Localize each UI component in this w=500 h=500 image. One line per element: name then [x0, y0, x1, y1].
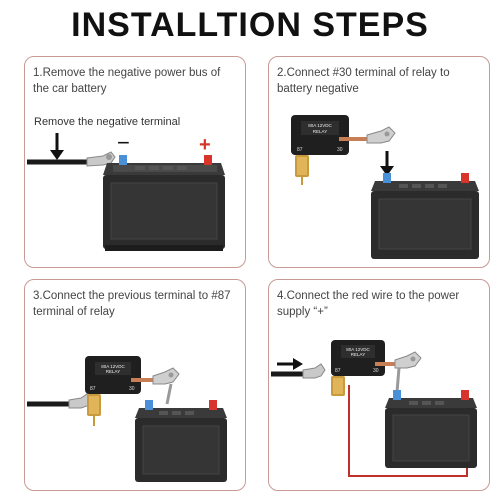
step-2-text: 2.Connect #30 terminal of relay to batte… [277, 67, 450, 95]
copper-wire [339, 126, 396, 144]
step-1-text: 1.Remove the negative power bus of the c… [33, 67, 221, 95]
relay: 80A 12VDC RELAY 87 30 [331, 340, 385, 396]
negative-terminal-post [145, 400, 153, 410]
negative-cable [27, 151, 116, 167]
step-4-illustration: 80A 12VDC RELAY 87 30 [271, 340, 477, 477]
relay-label-line2: RELAY [351, 352, 365, 357]
arrow-right-icon [277, 358, 303, 370]
relay-label-line2: RELAY [313, 129, 327, 134]
step-4-panel: 4.Connect the red wire to the power supp… [268, 279, 490, 491]
negative-terminal-post [393, 390, 401, 400]
positive-terminal-post [461, 173, 469, 183]
relay-label-line1: 80A 12VDC [101, 364, 125, 369]
negative-terminal-post [383, 173, 391, 183]
step-1-panel: 1.Remove the negative power bus of the c… [24, 56, 246, 268]
step-1-illustration: − + [27, 130, 225, 251]
relay: 80A 12VDC RELAY 87 30 [85, 356, 141, 426]
relay-pin-87: 87 [297, 147, 303, 153]
copper-wire [375, 351, 422, 393]
arrow-down-icon [380, 151, 394, 176]
relay-label-line1: 80A 12VDC [308, 123, 332, 128]
remove-negative-note: Remove the negative terminal [34, 116, 181, 128]
relay-label-line2: RELAY [106, 369, 120, 374]
step-3-illustration: 80A 12VDC RELAY 87 30 [27, 356, 227, 482]
battery [371, 173, 479, 259]
arrow-down-icon [50, 133, 64, 160]
negative-cable [27, 393, 92, 409]
relay-pin-30: 30 [337, 147, 343, 153]
battery [103, 155, 225, 251]
positive-terminal-post [209, 400, 217, 410]
relay-label-line1: 80A 12VDC [346, 347, 370, 352]
step-3-text: 3.Connect the previous terminal to #87 t… [33, 290, 231, 318]
relay-pin-87: 87 [90, 386, 96, 392]
step-2-panel: 2.Connect #30 terminal of relay to batte… [268, 56, 490, 268]
battery [135, 400, 227, 482]
relay-pin-87: 87 [335, 368, 341, 374]
plus-sign: + [199, 134, 211, 156]
battery [385, 390, 477, 468]
positive-terminal-post [204, 155, 212, 165]
positive-terminal-post [461, 390, 469, 400]
negative-terminal-post [119, 155, 127, 165]
relay-pin-30: 30 [129, 386, 135, 392]
minus-sign: − [117, 130, 130, 155]
copper-wire [131, 367, 180, 405]
negative-cable [271, 363, 326, 379]
step-2-illustration: 80A 12VDC RELAY 87 30 [291, 115, 479, 259]
step-4-text: 4.Connect the red wire to the power supp… [277, 290, 460, 318]
relay-pin-30: 30 [373, 368, 379, 374]
step-3-panel: 3.Connect the previous terminal to #87 t… [24, 279, 246, 491]
relay: 80A 12VDC RELAY 87 30 [291, 115, 349, 185]
page-title: INSTALLTION STEPS [71, 6, 429, 44]
